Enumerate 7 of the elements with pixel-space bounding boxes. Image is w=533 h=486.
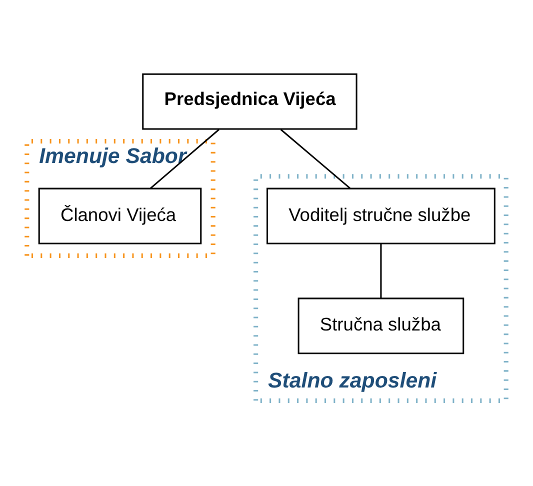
node-box: Članovi Vijeća xyxy=(38,187,202,244)
connector xyxy=(280,128,351,188)
node-box: Predsjednica Vijeća xyxy=(142,72,358,130)
node-box: Voditelj stručne službe xyxy=(266,187,496,244)
connector xyxy=(150,128,220,188)
connector xyxy=(380,243,382,298)
node-box: Stručna služba xyxy=(298,297,464,354)
